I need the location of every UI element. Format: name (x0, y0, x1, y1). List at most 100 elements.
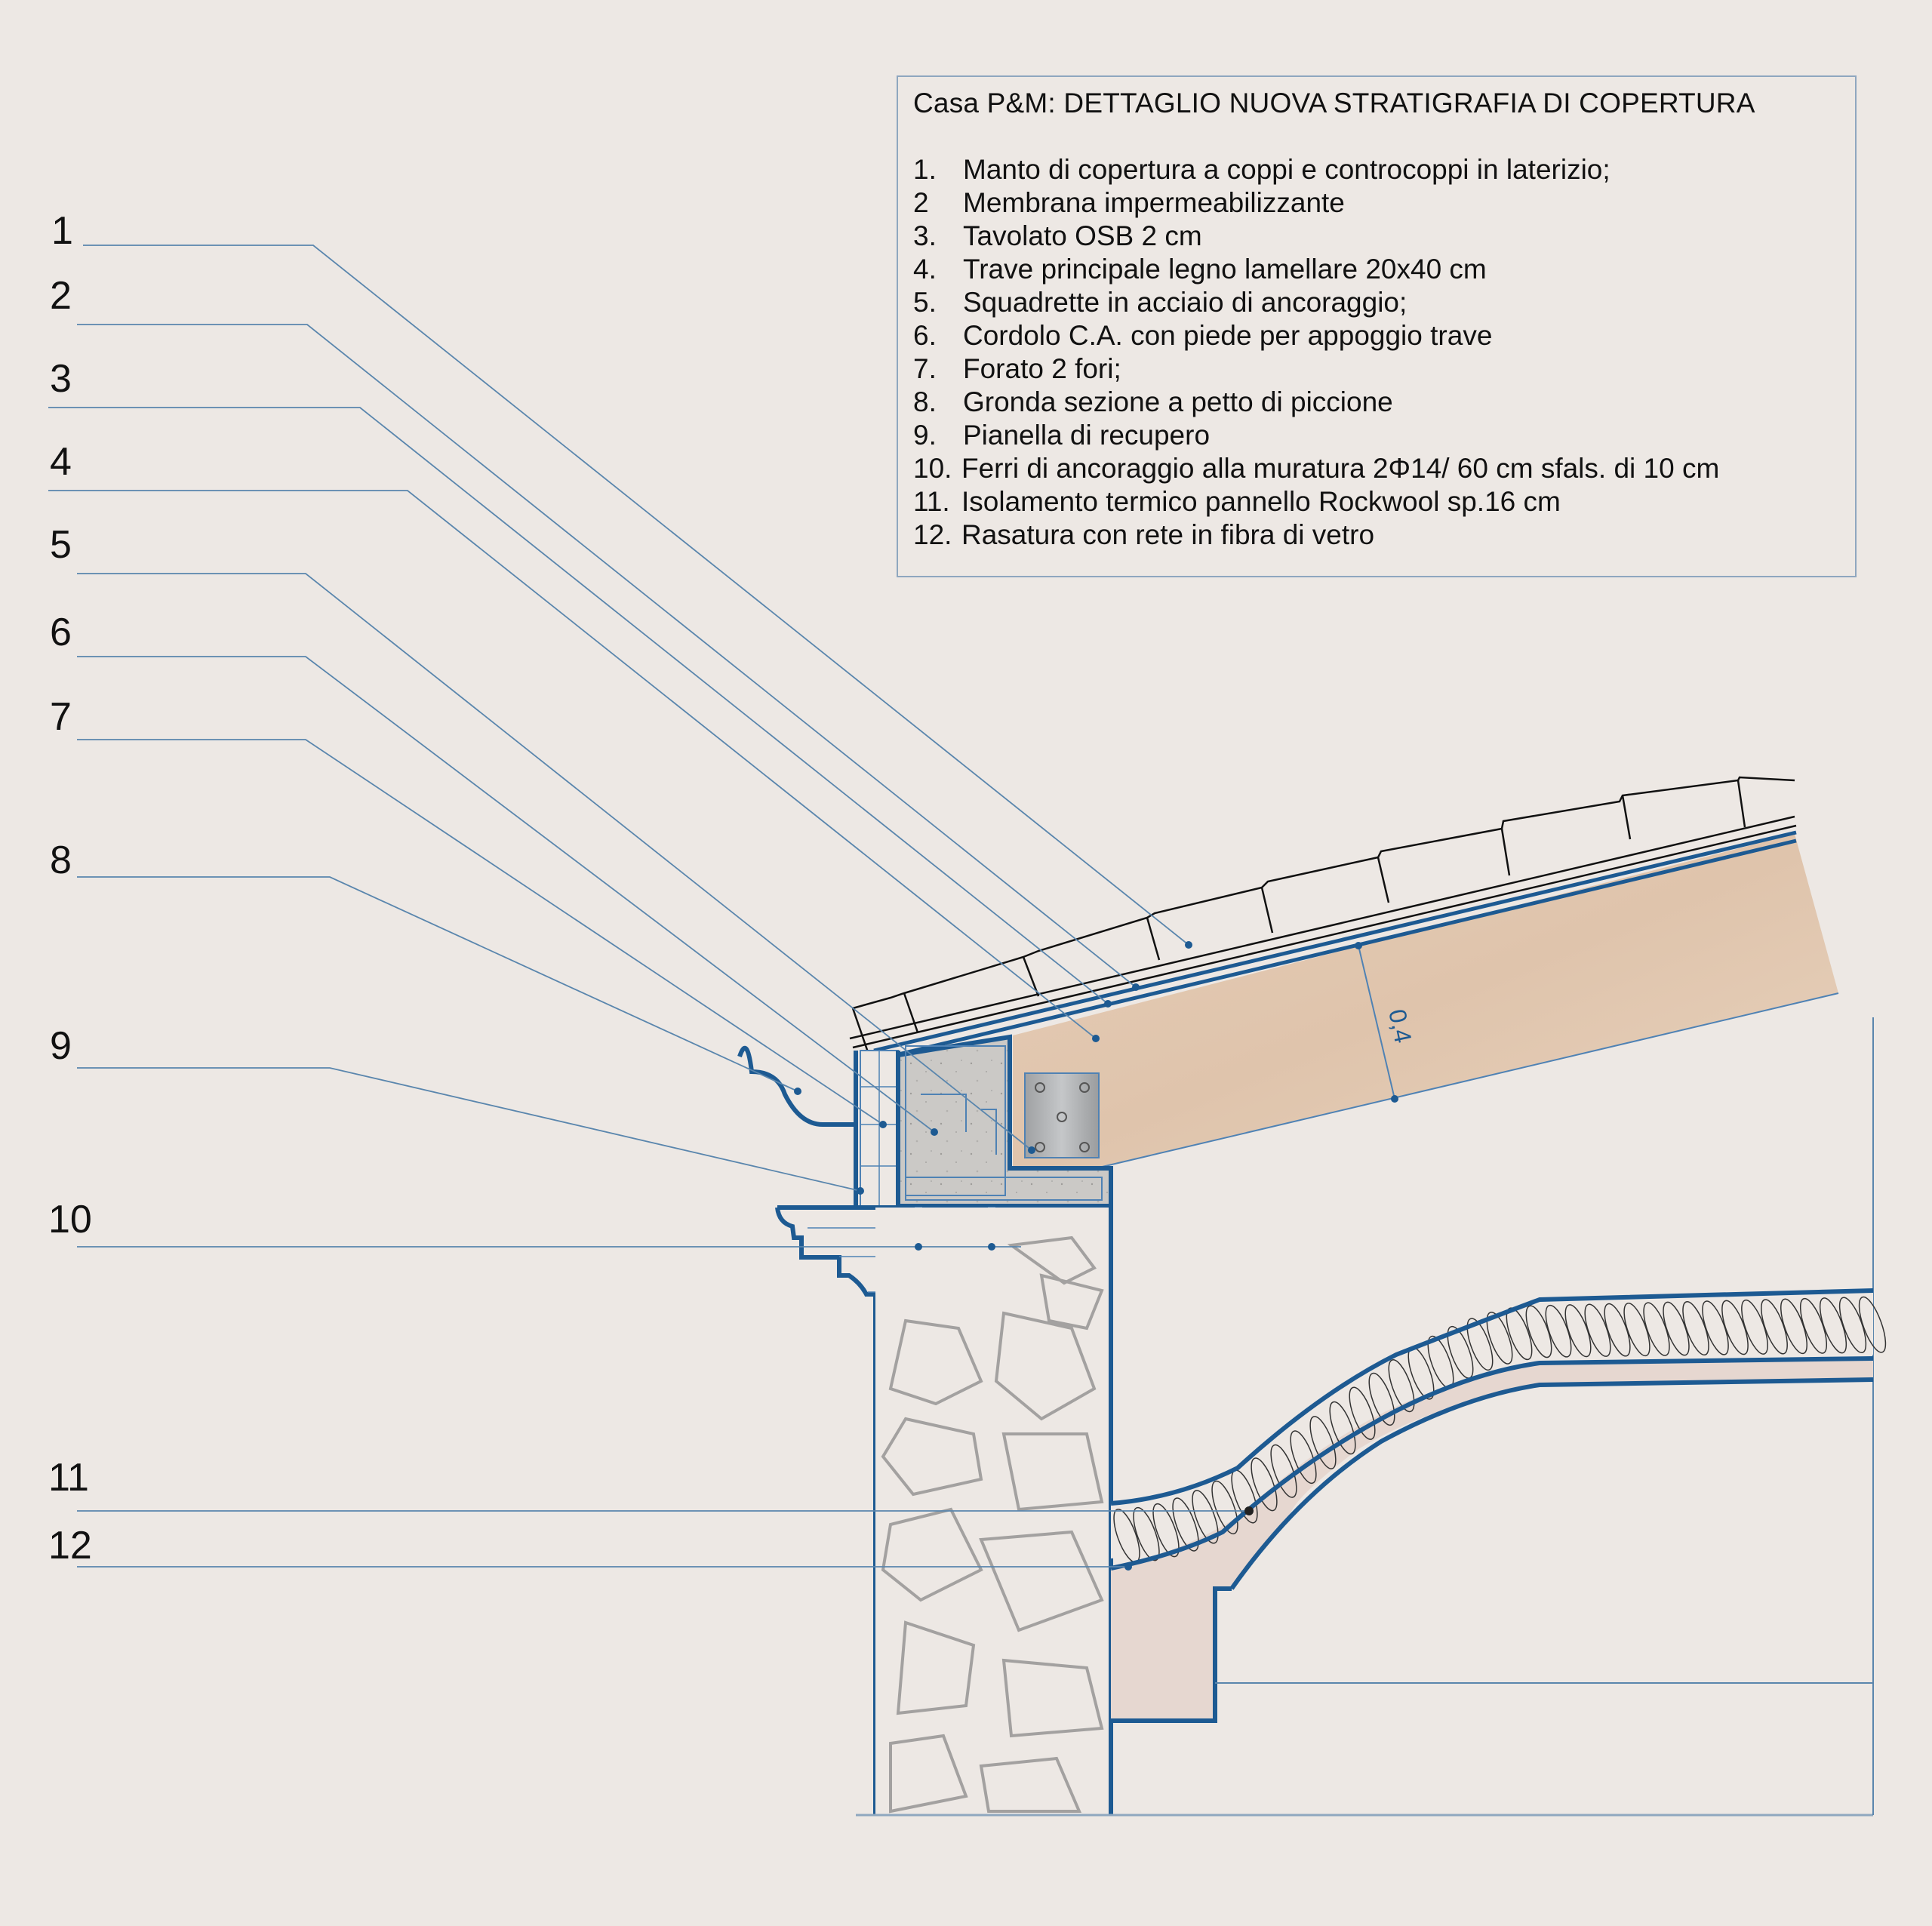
legend-num: 9. (913, 420, 937, 451)
legend-num: 6. (913, 320, 937, 351)
insulation-coil (1838, 1297, 1867, 1354)
gutter (737, 1045, 856, 1127)
callout-12: 12 (48, 1524, 92, 1568)
legend-item: 5. Squadrette in acciaio di ancoraggio; (913, 287, 1407, 318)
callout-3: 3 (50, 357, 72, 401)
insulation-coil (1466, 1318, 1494, 1371)
legend-text: Tavolato OSB 2 cm (963, 220, 1202, 251)
insulation-top (1110, 1288, 1874, 1506)
insulation-coil (1604, 1303, 1631, 1357)
roof-tiles (849, 776, 1797, 1053)
legend-num: 1. (913, 154, 937, 185)
vault-plaster (1111, 1358, 1873, 1721)
insulation-coil (1741, 1299, 1768, 1355)
rebar-bent (921, 1094, 997, 1155)
legend-text: Rasatura con rete in fibra di vetro (961, 519, 1375, 550)
legend-text: Squadrette in acciaio di ancoraggio; (963, 287, 1407, 318)
legend-num: 3. (913, 220, 937, 251)
insulation-coil (1251, 1457, 1278, 1512)
vault-haunch (1111, 1586, 1232, 1723)
legend-num: 7. (913, 353, 937, 384)
insulation-coil (1525, 1305, 1552, 1358)
callout-6: 6 (50, 611, 72, 654)
insulation-coil (1584, 1303, 1611, 1357)
legend-item: 2 Membrana impermeabilizzante (913, 187, 1345, 219)
legend-text: Forato 2 fori; (963, 353, 1121, 384)
legend-num: 5. (913, 287, 937, 318)
insulation-coil (1858, 1296, 1887, 1353)
callout-5: 5 (50, 523, 72, 567)
legend-text: Pianella di recupero (963, 420, 1211, 451)
callout-7: 7 (50, 695, 72, 739)
legend-title: Casa P&M: DETTAGLIO NUOVA STRATIGRAFIA D… (913, 88, 1755, 118)
insulation-coil (1290, 1430, 1317, 1484)
insulation-coil (1486, 1312, 1513, 1365)
brick-holes (860, 1051, 898, 1206)
legend-text: Ferri di ancoraggio alla muratura 2Φ14/ … (961, 453, 1720, 484)
insulation-coil (1506, 1307, 1533, 1361)
legend-num: 8. (913, 386, 937, 417)
insulation-coil (1623, 1303, 1651, 1357)
insulation-coil (1192, 1490, 1219, 1544)
insulation-coil (1152, 1503, 1180, 1558)
legend-text: Gronda sezione a petto di piccione (963, 386, 1393, 417)
legend-item: 10. Ferri di ancoraggio alla muratura 2Φ1… (913, 453, 1719, 485)
legend-item: 4. Trave principale legno lamellare 20x40… (913, 254, 1487, 285)
membrane-line (873, 830, 1797, 1053)
insulation-coil (1663, 1301, 1690, 1356)
legend-num: 10. (913, 453, 952, 484)
rebar-cage (905, 1045, 1006, 1196)
vault-intrados (1229, 1377, 1874, 1590)
legend-text: Trave principale legno lamellare 20x40 c… (963, 254, 1487, 285)
insulation-bottom (1110, 1356, 1874, 1571)
legend-item: 7. Forato 2 fori; (913, 353, 1121, 385)
legend-item: 3. Tavolato OSB 2 cm (913, 220, 1202, 252)
insulation-coil (1643, 1302, 1670, 1356)
insulation-coil (1564, 1304, 1592, 1358)
legend-num: 2 (913, 187, 929, 218)
legend-item: 1.Manto di copertura a coppi e controcop… (913, 154, 1611, 186)
legend-box: Casa P&M: DETTAGLIO NUOVA STRATIGRAFIA D… (897, 75, 1857, 577)
insulation-coil (1172, 1497, 1199, 1552)
insulation-coil (1329, 1401, 1356, 1455)
insulation-coil (1721, 1300, 1749, 1355)
insulation-coil (1761, 1299, 1788, 1355)
legend-item: 11. Isolamento termico pannello Rockwool … (913, 486, 1561, 518)
insulation-coil (1270, 1444, 1297, 1498)
legend-text: Membrana impermeabilizzante (963, 187, 1345, 218)
stone-pattern (881, 1235, 1104, 1814)
insulation-coil (1702, 1300, 1729, 1355)
insulation-coil (1388, 1359, 1415, 1413)
legend-num: 11. (913, 486, 950, 517)
callout-8: 8 (50, 838, 72, 882)
beam-bottom-edge (1095, 992, 1839, 1169)
callout-2: 2 (50, 274, 72, 318)
callout-11: 11 (48, 1456, 89, 1500)
insulation-coil (1819, 1297, 1847, 1354)
legend-item: 6. Cordolo C.A. con piede per appoggio tr… (913, 320, 1492, 352)
insulation-coil (1349, 1386, 1376, 1440)
insulation-coil (1368, 1372, 1395, 1426)
legend-item: 8. Gronda sezione a petto di piccione (913, 386, 1393, 418)
osb-line (894, 838, 1797, 1057)
rebar-stirrup (905, 1177, 1103, 1201)
vault-insulation (1111, 1291, 1873, 1558)
dimension-line (1358, 945, 1395, 1100)
leader-lines (48, 245, 1249, 1568)
legend-num: 12. (913, 519, 952, 550)
legend-item: 12. Rasatura con rete in fibra di vetro (913, 519, 1374, 551)
insulation-coil (1682, 1301, 1709, 1356)
insulation-coil (1780, 1298, 1807, 1355)
leader-dots (794, 941, 1254, 1571)
legend-text: Cordolo C.A. con piede per appoggio trav… (963, 320, 1493, 351)
legend-item: 9. Pianella di recupero (913, 420, 1210, 451)
insulation-coil (1545, 1304, 1572, 1358)
callout-1: 1 (51, 209, 73, 253)
legend-num: 4. (913, 254, 937, 285)
callout-9: 9 (50, 1024, 72, 1068)
legend-text: Isolamento termico pannello Rockwool sp.… (961, 486, 1561, 517)
bracket-bolts (1035, 1082, 1090, 1152)
insulation-coil (1309, 1416, 1337, 1469)
callout-4: 4 (50, 440, 72, 484)
